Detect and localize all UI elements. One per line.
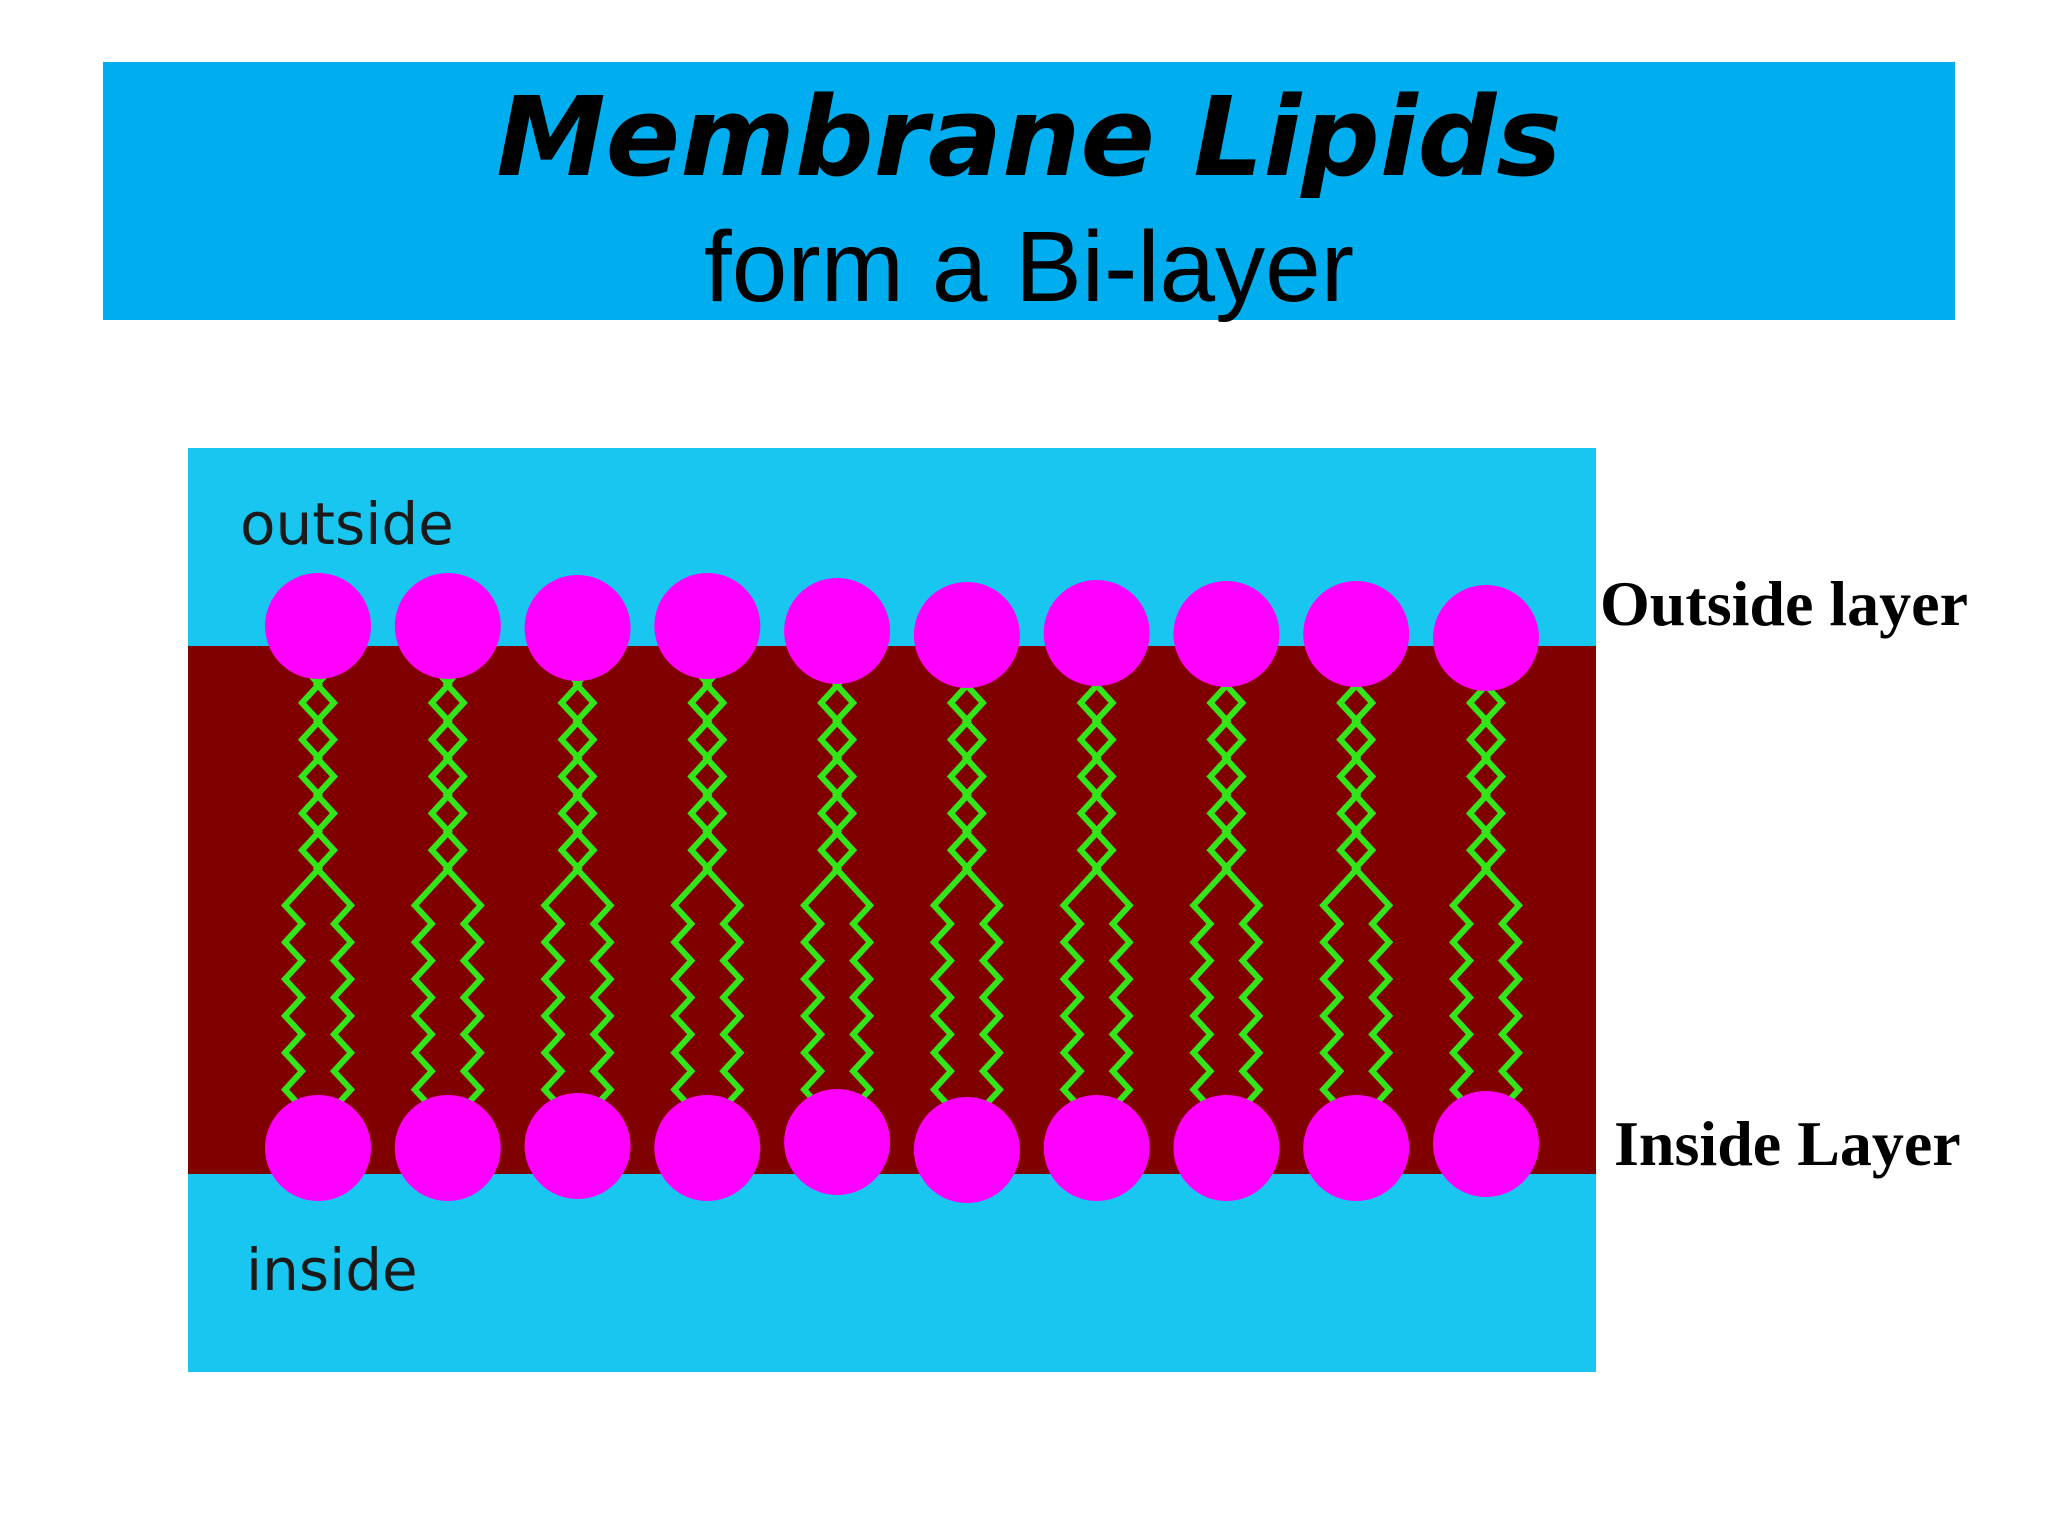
lipid-head-inner (654, 1095, 761, 1201)
lipid-tail (961, 663, 987, 890)
lipid-head-inner (1043, 1095, 1150, 1201)
lipid-tail (1221, 663, 1247, 890)
lipid-tail (832, 663, 858, 890)
lipid-tail (1238, 884, 1264, 1111)
lipid-tail (312, 663, 339, 890)
lipid-tail (427, 663, 453, 890)
lipid-tail (702, 663, 728, 890)
outside-layer-label: Outside layer (1600, 568, 1968, 639)
lipid-head-outer (913, 582, 1020, 688)
lipid-tail (1368, 884, 1394, 1111)
inside-layer-label: Inside Layer (1614, 1108, 1961, 1179)
lipid-tail (1189, 884, 1215, 1111)
lipid-tail (849, 884, 875, 1111)
lipid-head-inner (1173, 1095, 1280, 1201)
lipid-tail (1076, 663, 1102, 890)
lipid-head-inner (1303, 1095, 1410, 1201)
lipid-head-outer (394, 573, 501, 679)
lipid-tail (817, 663, 843, 890)
lipid-tail (410, 884, 436, 1111)
lipid-tail (540, 884, 566, 1111)
lipid-heads (265, 573, 1539, 1203)
lipid-tail (589, 884, 615, 1111)
lipid-tail (1336, 663, 1362, 890)
lipid-tail (670, 884, 696, 1111)
lipid-tails (280, 663, 1524, 1111)
lipid-head-inner (524, 1093, 631, 1199)
lipid-head-outer (1433, 585, 1539, 691)
lipid-tail (459, 884, 485, 1111)
lipid-head-outer (1303, 581, 1410, 687)
lipid-tail (1319, 884, 1345, 1111)
lipid-tail (572, 663, 598, 890)
lipid-head-outer (784, 578, 891, 684)
lipid-tail (1480, 663, 1507, 890)
lipid-head-outer (654, 573, 761, 679)
lipid-tail (557, 663, 583, 890)
title-banner: Membrane Lipids form a Bi-layer (103, 62, 1955, 323)
outside-text: outside (240, 490, 454, 558)
lipid-tail (978, 884, 1004, 1111)
lipid-head-inner (394, 1095, 501, 1201)
lipid-tail (1448, 884, 1475, 1111)
lipid-tail (1497, 884, 1524, 1111)
lipid-tail (719, 884, 745, 1111)
lipid-head-inner (913, 1097, 1020, 1203)
lipid-tail (280, 884, 307, 1111)
bilayer-figure: outside inside (188, 448, 1596, 1372)
lipid-tail (1059, 884, 1085, 1111)
lipid-tail (687, 663, 713, 890)
lipid-tail (297, 663, 324, 890)
slide-subtitle: form a Bi-layer (703, 211, 1355, 323)
lipid-head-inner (265, 1095, 371, 1201)
lipid-tail (929, 884, 955, 1111)
slide-title: Membrane Lipids (496, 73, 1562, 201)
lipid-head-inner (1433, 1091, 1539, 1197)
lipid-head-inner (784, 1089, 891, 1195)
lipid-tail (1206, 663, 1232, 890)
lipid-tail (329, 884, 356, 1111)
lipid-head-outer (265, 573, 371, 679)
lipid-tail (1091, 663, 1117, 890)
lipid-tail (1465, 663, 1492, 890)
lipid-tail (800, 884, 826, 1111)
lipid-tail (1351, 663, 1377, 890)
lipid-tail (1108, 884, 1134, 1111)
lipid-tail (442, 663, 468, 890)
inside-text: inside (246, 1236, 418, 1304)
lipid-head-outer (1043, 580, 1150, 686)
lipid-head-outer (1173, 581, 1280, 687)
bilayer-diagram: outside inside (188, 448, 1596, 1372)
lipid-head-outer (524, 575, 631, 681)
lipid-tail (946, 663, 972, 890)
